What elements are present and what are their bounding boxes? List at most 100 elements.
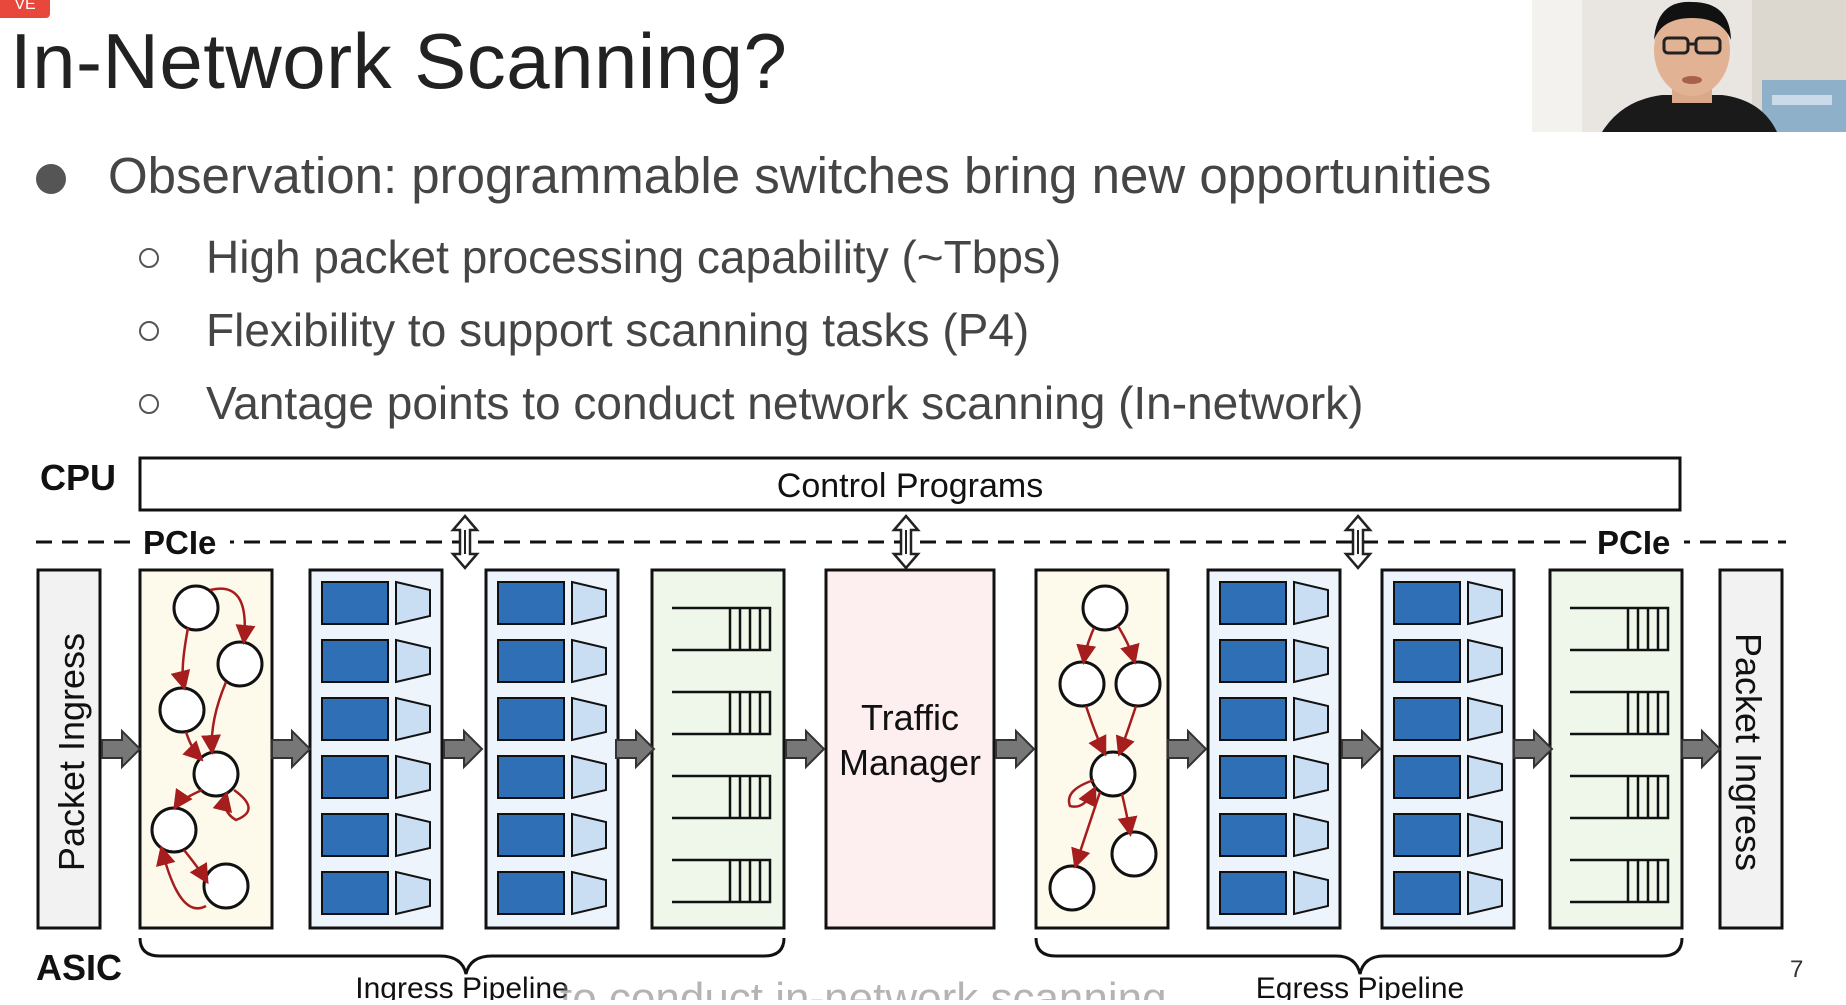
match-table-block (497, 871, 565, 915)
traffic-manager-label-2: Manager (839, 742, 981, 783)
action-block (571, 754, 607, 800)
egress-stage-1 (1206, 568, 1342, 930)
match-table-block (1219, 871, 1287, 915)
queue-icon (672, 606, 772, 652)
sub-bullet-1: High packet processing capability (~Tbps… (206, 231, 1062, 283)
page-number: 7 (1790, 956, 1804, 983)
queue-icon (672, 858, 772, 904)
flow-arrow-icon (785, 730, 825, 768)
packet-ingress-right-label: Packet Ingress (1728, 633, 1769, 871)
match-table-block (497, 697, 565, 741)
queue-icon (672, 690, 772, 736)
queue-icon (1570, 858, 1670, 904)
queue-icon (1570, 606, 1670, 652)
match-table-block (1393, 639, 1461, 683)
match-table-block (497, 755, 565, 799)
match-table-block (497, 639, 565, 683)
action-block (1467, 754, 1503, 800)
flow-arrow-icon (1341, 730, 1381, 768)
flow-arrow-icon (1681, 730, 1721, 768)
match-table-block (1393, 581, 1461, 625)
sub-bullet-ring (139, 248, 159, 268)
match-table-block (321, 755, 389, 799)
action-block (395, 638, 431, 684)
traffic-manager-box (824, 568, 996, 930)
action-block (1467, 812, 1503, 858)
queue-icon (1570, 690, 1670, 736)
action-block (1293, 696, 1329, 742)
ingress-pipeline-label: Ingress Pipeline (355, 972, 568, 1000)
action-block (1293, 812, 1329, 858)
match-table-block (1219, 697, 1287, 741)
queue-icon (1570, 774, 1670, 820)
action-block (395, 870, 431, 916)
ingress-stage-1 (308, 568, 444, 930)
control-programs-box (138, 456, 1682, 512)
match-table-block (321, 581, 389, 625)
match-table-block (1219, 813, 1287, 857)
ingress-brace (138, 937, 786, 975)
action-block (395, 754, 431, 800)
flow-arrow-icon (271, 730, 311, 768)
match-table-block (1393, 755, 1461, 799)
flow-arrow-icon (995, 730, 1035, 768)
action-block (571, 870, 607, 916)
match-table-block (497, 581, 565, 625)
deparser-queues (672, 606, 1670, 904)
ingress-stage-2 (484, 568, 620, 930)
ingress-deparser-box (650, 568, 786, 930)
flow-arrow-icon (443, 730, 483, 768)
bullet-dot (36, 164, 66, 194)
pcie-label-left: PCIe (143, 524, 216, 561)
packet-ingress-right-box (1718, 568, 1784, 930)
match-table-block (321, 871, 389, 915)
sub-bullet-ring (139, 321, 159, 341)
flow-arrow-icon (1167, 730, 1207, 768)
cpu-label: CPU (40, 457, 116, 498)
match-table-block (321, 639, 389, 683)
action-block (1467, 638, 1503, 684)
action-block (571, 812, 607, 858)
control-programs-label: Control Programs (777, 467, 1043, 505)
match-table-block (321, 813, 389, 857)
match-table-block (1219, 581, 1287, 625)
action-block (571, 638, 607, 684)
live-caption: to conduct in-network scanning (560, 976, 1167, 1000)
queue-icon (672, 774, 772, 820)
action-block (1293, 580, 1329, 626)
packet-ingress-left-label: Packet Ingress (51, 633, 92, 871)
action-block (1467, 580, 1503, 626)
match-table-block (1219, 639, 1287, 683)
sub-bullet-2: Flexibility to support scanning tasks (P… (206, 304, 1030, 356)
match-table-block (497, 813, 565, 857)
action-block (571, 580, 607, 626)
flow-arrow-icon (615, 730, 655, 768)
egress-stage-2 (1380, 568, 1516, 930)
pcie-label-right: PCIe (1597, 524, 1670, 561)
match-table-block (1219, 755, 1287, 799)
sub-bullet-3: Vantage points to conduct network scanni… (206, 377, 1364, 429)
packet-ingress-left-box (36, 568, 102, 930)
traffic-manager-label-1: Traffic (861, 697, 959, 738)
egress-brace (1034, 937, 1684, 975)
action-block (1467, 870, 1503, 916)
switch-architecture-diagram: CPU Control Programs PCIe PCIe Packet In… (0, 440, 1846, 1005)
egress-deparser-box (1548, 568, 1684, 930)
webcam-video (1532, 0, 1846, 132)
action-block (1293, 638, 1329, 684)
action-block (1467, 696, 1503, 742)
action-block (395, 696, 431, 742)
stage-tables (321, 580, 1503, 916)
sub-bullet-ring (139, 394, 159, 414)
flow-arrow-icon (1513, 730, 1553, 768)
live-badge: VE (0, 0, 50, 18)
action-block (395, 812, 431, 858)
action-block (1293, 870, 1329, 916)
match-table-block (321, 697, 389, 741)
slide-title: In-Network Scanning? (10, 17, 788, 105)
egress-pipeline-label: Egress Pipeline (1256, 972, 1464, 1000)
asic-label: ASIC (36, 947, 122, 988)
action-block (571, 696, 607, 742)
flow-arrow-icon (101, 730, 141, 768)
match-table-block (1393, 697, 1461, 741)
